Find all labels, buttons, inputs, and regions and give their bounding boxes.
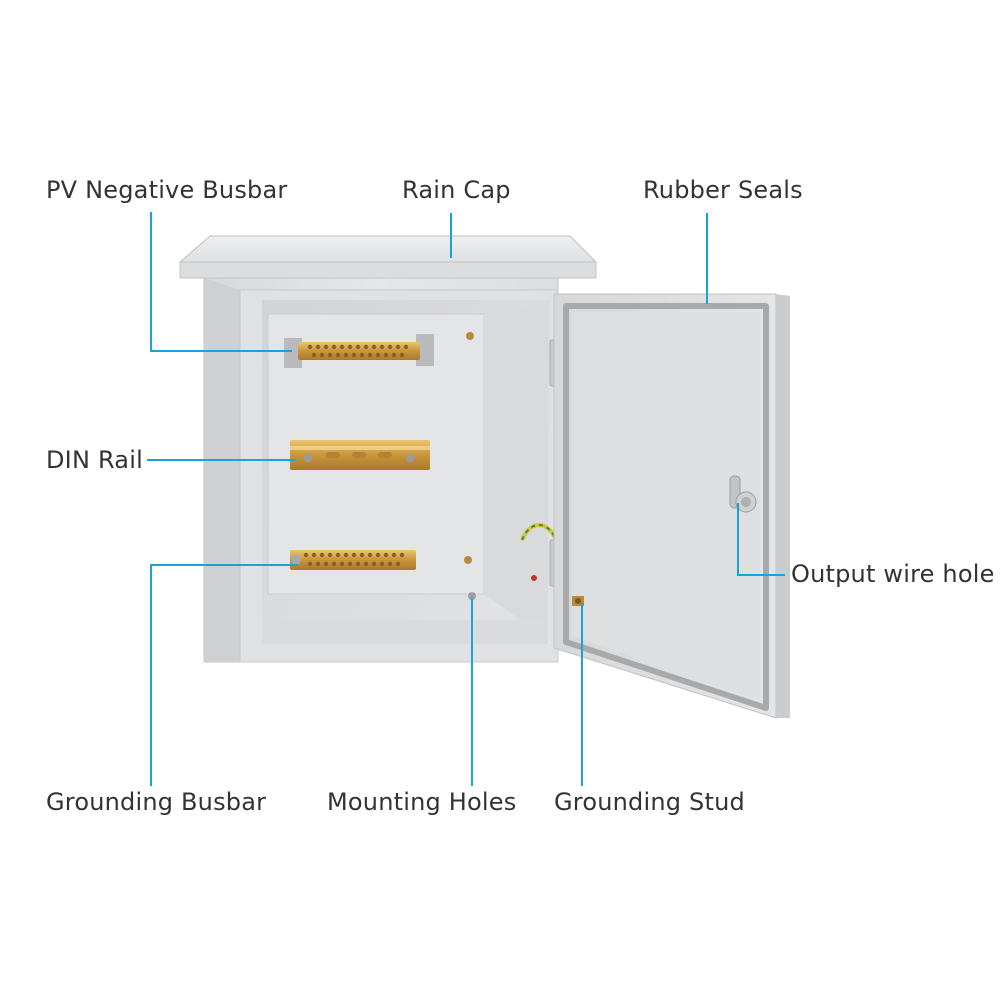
label-mounting-holes: Mounting Holes xyxy=(327,788,517,816)
mounting-plate-screws xyxy=(464,332,474,564)
grounding-stud xyxy=(572,596,584,606)
label-grounding-busbar: Grounding Busbar xyxy=(46,788,267,816)
label-grounding-stud: Grounding Stud xyxy=(554,788,745,816)
din-rail xyxy=(290,440,430,470)
leader-lines xyxy=(147,212,785,786)
label-rubber-seals: Rubber Seals xyxy=(643,176,803,204)
rain-cap xyxy=(179,235,597,279)
leader-pv-negative-busbar xyxy=(150,212,292,352)
enclosure-door xyxy=(553,293,790,719)
label-pv-negative-busbar: PV Negative Busbar xyxy=(46,176,288,204)
door-lock xyxy=(729,475,757,513)
label-din-rail: DIN Rail xyxy=(46,446,143,474)
grounding-busbar xyxy=(290,550,416,570)
label-output-wire-hole: Output wire hole xyxy=(791,560,995,588)
leader-grounding-busbar xyxy=(150,564,298,786)
label-rain-cap: Rain Cap xyxy=(402,176,511,204)
pv-negative-busbar xyxy=(284,334,434,368)
mounting-hole xyxy=(468,592,476,600)
leader-output-wire-hole xyxy=(737,503,785,576)
